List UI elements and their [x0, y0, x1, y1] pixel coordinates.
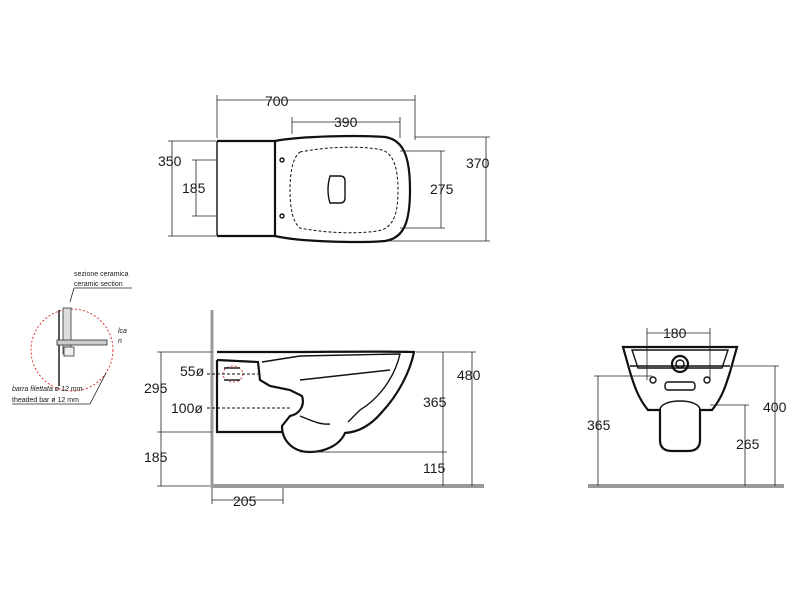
- detail-label-it: sezione ceramica: [74, 271, 129, 278]
- dim-350: 350: [158, 153, 182, 169]
- dim-390: 390: [334, 114, 358, 130]
- top-view: 700 390 350 185 275 370: [158, 93, 490, 244]
- dim-205: 205: [233, 493, 257, 509]
- detail-label-en: ceramic section: [74, 281, 123, 288]
- dim-55: 55ø: [180, 363, 205, 379]
- dim-400: 400: [763, 399, 787, 415]
- side-bowl: [216, 350, 416, 454]
- side-view: 55ø 100ø 295 185 205 480 365 115: [144, 310, 484, 509]
- dim-370: 370: [466, 155, 490, 171]
- dim-185-top: 185: [182, 180, 206, 196]
- front-view: 180 365 400 265: [587, 325, 787, 488]
- dim-265: 265: [736, 436, 760, 452]
- detail-side-label-2: n: [118, 338, 122, 345]
- dim-115: 115: [423, 460, 446, 476]
- detail-side-label-1: lca: [118, 328, 127, 335]
- dim-100: 100ø: [171, 400, 203, 416]
- detail-circle: [30, 308, 114, 392]
- top-view-seat: [289, 146, 399, 234]
- dim-365-front: 365: [587, 417, 611, 433]
- dim-295: 295: [144, 380, 168, 396]
- dim-185-side: 185: [144, 449, 168, 465]
- ceramic-detail: sezione ceramica ceramic section lca n b…: [12, 271, 132, 405]
- detail-bar-it: barra filettata ø 12 mm: [12, 386, 83, 393]
- detail-bar-en: theaded bar ø 12 mm: [12, 397, 79, 404]
- top-view-back: [217, 139, 277, 238]
- dim-365-side: 365: [423, 394, 447, 410]
- dim-180: 180: [663, 325, 687, 341]
- top-view-bowl: [274, 134, 412, 244]
- dim-275: 275: [430, 181, 454, 197]
- dim-700: 700: [265, 93, 289, 109]
- dim-480: 480: [457, 367, 481, 383]
- front-bowl: [621, 345, 739, 453]
